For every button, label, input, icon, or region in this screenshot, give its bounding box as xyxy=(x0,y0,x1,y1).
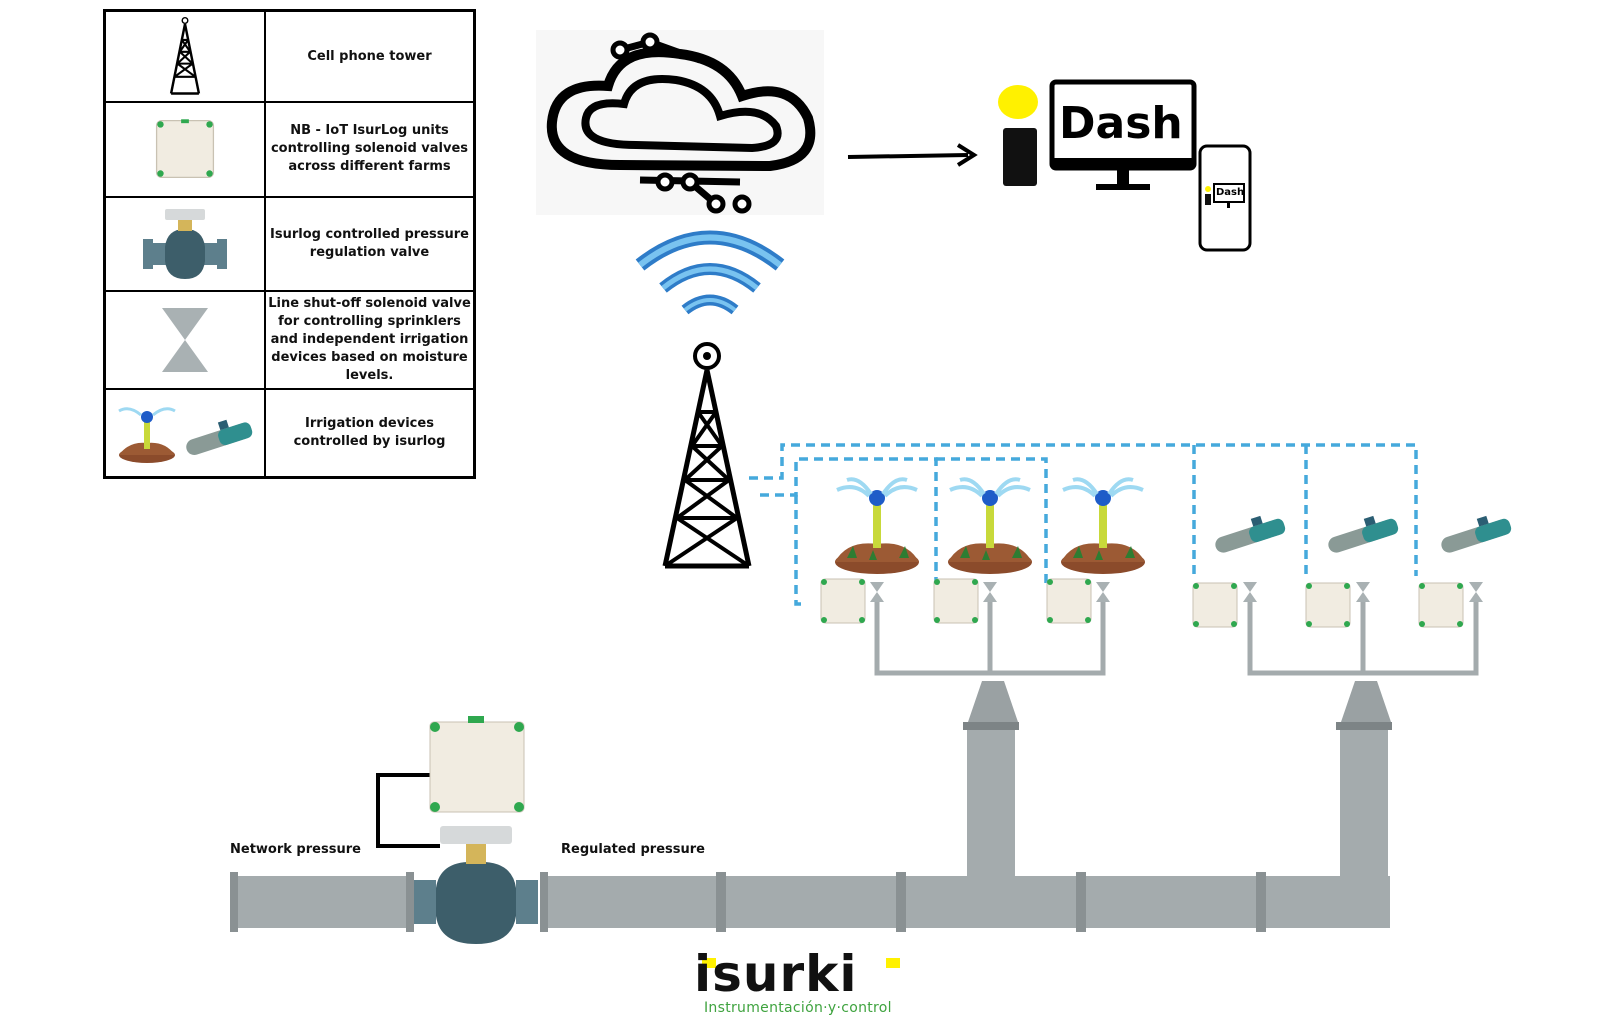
solenoid-valve-icon xyxy=(870,582,884,602)
legend-text: Cell phone tower xyxy=(264,9,476,104)
legend-text: Isurlog controlled pressure regulation v… xyxy=(264,195,476,293)
controller-wire xyxy=(376,773,440,848)
isurlog-unit-icon xyxy=(1046,578,1092,624)
cloud-icon xyxy=(536,30,824,215)
legend-text: Irrigation devices controlled by isurlog xyxy=(264,387,476,479)
cell-tower-icon xyxy=(665,344,749,566)
main-pipe xyxy=(230,872,1390,932)
legend-text: Line shut-off solenoid valve for control… xyxy=(264,290,476,390)
legend-icon-cell xyxy=(103,290,266,390)
solenoid-valve-icon xyxy=(983,582,997,602)
wifi-signal-icon xyxy=(635,230,785,315)
riser-pipe xyxy=(963,681,1019,878)
monitor-icon xyxy=(1049,79,1197,190)
isurki-logo-text: isurki xyxy=(694,945,858,1003)
riser-pipe xyxy=(1336,681,1392,878)
legend-row: Cell phone tower xyxy=(103,9,476,104)
dash-logo xyxy=(998,85,1038,186)
drip-emitter-icon xyxy=(1326,515,1400,555)
legend-icon-cell xyxy=(103,101,266,198)
solenoid-valve-icon xyxy=(1096,582,1110,602)
isurlog-unit-icon xyxy=(933,578,979,624)
drip-emitter-icon xyxy=(1439,515,1513,555)
drip-emitter-icon xyxy=(1213,515,1287,555)
isurlog-unit-icon xyxy=(1418,582,1464,628)
data-flow-arrow xyxy=(847,143,978,167)
isurki-logo-mark xyxy=(702,958,900,968)
solenoid-valve-icon xyxy=(1469,582,1483,602)
legend-icon-cell xyxy=(103,387,266,479)
legend-row: Line shut-off solenoid valve for control… xyxy=(103,290,476,390)
dashboard-phone-text: Dash xyxy=(1216,187,1245,198)
network-pressure-label: Network pressure xyxy=(230,842,361,857)
legend-table: Cell phone tower NB - IoT IsurLog units … xyxy=(103,9,476,479)
sprinkler-icon xyxy=(1059,477,1147,576)
pressure-valve-icon xyxy=(143,208,227,279)
dashboard-monitor-text: Dash xyxy=(1059,98,1183,149)
sprinkler-icon xyxy=(946,477,1034,576)
isurlog-unit-icon xyxy=(1192,582,1238,628)
sprinkler-icon xyxy=(833,477,921,576)
regulated-pressure-label: Regulated pressure xyxy=(561,842,705,857)
legend-row: NB - IoT IsurLog units controlling solen… xyxy=(103,101,476,198)
pressure-valve-icon xyxy=(414,826,538,944)
isurlog-unit-icon xyxy=(820,578,866,624)
wireless-signal-lines xyxy=(749,443,1418,606)
isurlog-controller-unit xyxy=(429,716,525,813)
legend-row: Isurlog controlled pressure regulation v… xyxy=(103,195,476,293)
isurlog-unit-icon xyxy=(1305,582,1351,628)
branch-pipes xyxy=(874,600,1479,676)
legend-icon-cell xyxy=(103,9,266,104)
smartphone-icon xyxy=(1198,144,1252,252)
isurki-logo-tagline: Instrumentación·y·control xyxy=(704,1000,892,1016)
cell-tower-icon xyxy=(169,16,201,95)
solenoid-valve-icon xyxy=(1243,582,1257,602)
legend-icon-cell xyxy=(103,195,266,293)
legend-text: NB - IoT IsurLog units controlling solen… xyxy=(264,101,476,198)
isurlog-unit-icon xyxy=(155,119,215,179)
legend-row: Irrigation devices controlled by isurlog xyxy=(103,387,476,479)
irrigation-devices-icon xyxy=(118,407,253,463)
solenoid-valve-icon xyxy=(162,308,208,373)
solenoid-valve-icon xyxy=(1356,582,1370,602)
